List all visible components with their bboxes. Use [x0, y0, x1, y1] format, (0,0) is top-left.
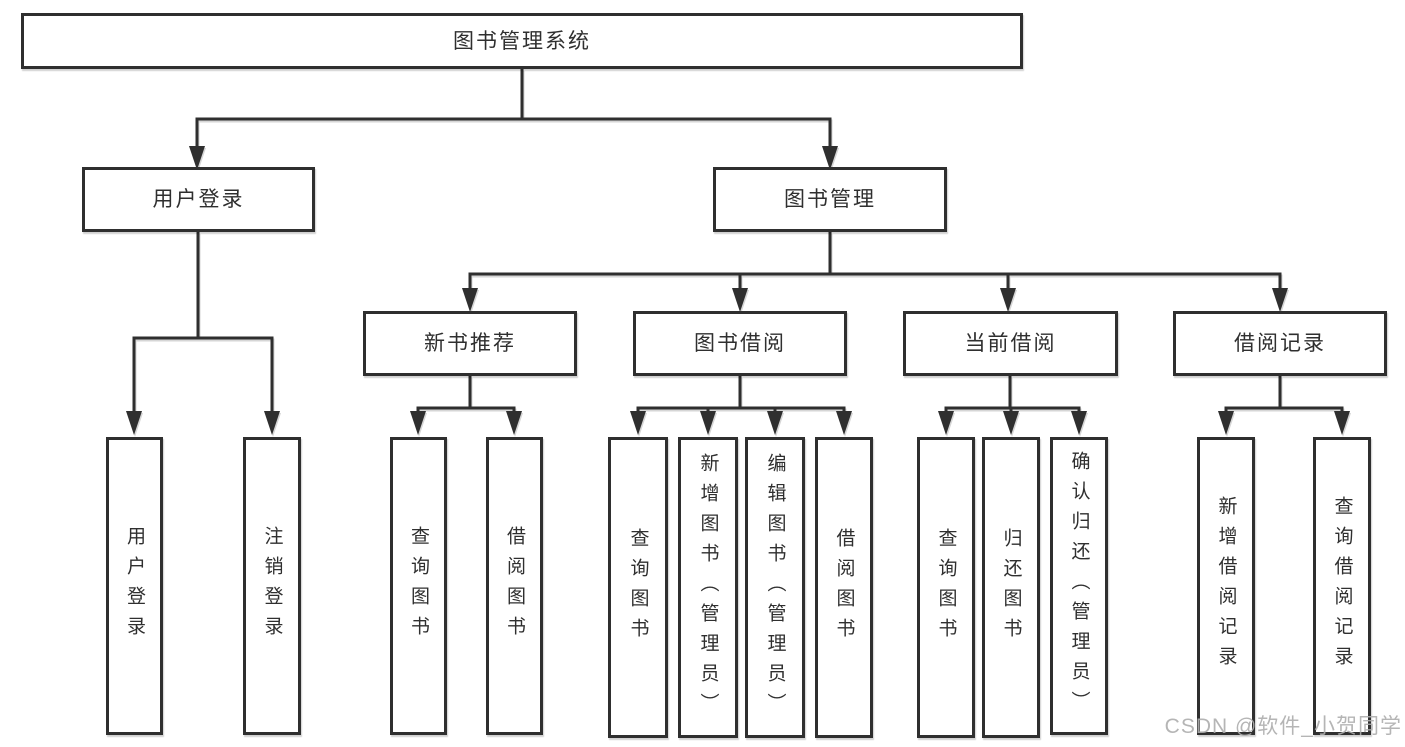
leaf-newbook-query-books: 查询图书	[390, 437, 447, 735]
connector-book-management-branch	[468, 232, 1282, 291]
connector-book-borrow-section	[636, 376, 846, 414]
node-label: 借阅记录	[1234, 332, 1326, 355]
node-label: 借阅图书	[833, 527, 855, 648]
node-label: 注销登录	[261, 526, 283, 646]
node-label: 新增借阅记录	[1215, 496, 1237, 676]
node-label: 查询借阅记录	[1331, 496, 1353, 676]
leaf-query-borrow-record: 查询借阅记录	[1313, 437, 1371, 735]
node-label: 图书管理	[784, 188, 876, 211]
node-user-login-branch: 用户登录	[82, 167, 315, 232]
leaf-logout: 注销登录	[243, 437, 301, 735]
watermark: CSDN @软件_小贺同学	[1164, 715, 1402, 738]
leaf-user-login: 用户登录	[106, 437, 163, 735]
node-book-management: 图书管理	[713, 167, 947, 232]
node-label: 编辑图书（管理员）	[764, 452, 786, 723]
node-current-borrowing: 当前借阅	[903, 311, 1118, 376]
leaf-edit-books-admin: 编辑图书（管理员）	[745, 437, 805, 738]
node-book-borrowing: 图书借阅	[633, 311, 847, 376]
arrowhead-icons	[126, 146, 1350, 435]
node-label: 当前借阅	[964, 332, 1057, 355]
node-label: 查询图书	[935, 527, 957, 648]
leaf-borrow-books: 借阅图书	[815, 437, 873, 738]
connector-user-login-branch	[132, 232, 274, 414]
node-root: 图书管理系统	[21, 13, 1023, 69]
node-label: 图书管理系统	[453, 29, 591, 53]
leaf-newbook-borrow-books: 借阅图书	[486, 437, 543, 735]
leaf-add-books-admin: 新增图书（管理员）	[678, 437, 738, 738]
leaf-current-query-books: 查询图书	[917, 437, 975, 738]
node-borrowing-records: 借阅记录	[1173, 311, 1387, 376]
node-label: 用户登录	[124, 526, 145, 646]
leaf-confirm-return-admin: 确认归还（管理员）	[1050, 437, 1108, 735]
connector-borrow-record-section	[1224, 376, 1344, 414]
node-label: 图书借阅	[694, 332, 786, 355]
connector-root-to-level2	[195, 69, 832, 150]
node-label: 查询图书	[408, 526, 429, 646]
node-label: 用户登录	[152, 188, 245, 211]
node-new-book-recommend: 新书推荐	[363, 311, 577, 376]
connector-current-borrow-section	[944, 376, 1081, 414]
connector-new-book-section	[416, 376, 516, 414]
node-label: 查询图书	[627, 527, 649, 648]
leaf-return-books: 归还图书	[982, 437, 1040, 738]
leaf-add-borrow-record: 新增借阅记录	[1197, 437, 1255, 735]
node-label: 借阅图书	[504, 526, 525, 646]
leaf-borrow-query-books: 查询图书	[608, 437, 668, 738]
node-label: 归还图书	[1000, 527, 1022, 648]
node-label: 新书推荐	[424, 332, 516, 355]
node-label: 新增图书（管理员）	[697, 452, 719, 723]
node-label: 确认归还（管理员）	[1068, 451, 1090, 721]
